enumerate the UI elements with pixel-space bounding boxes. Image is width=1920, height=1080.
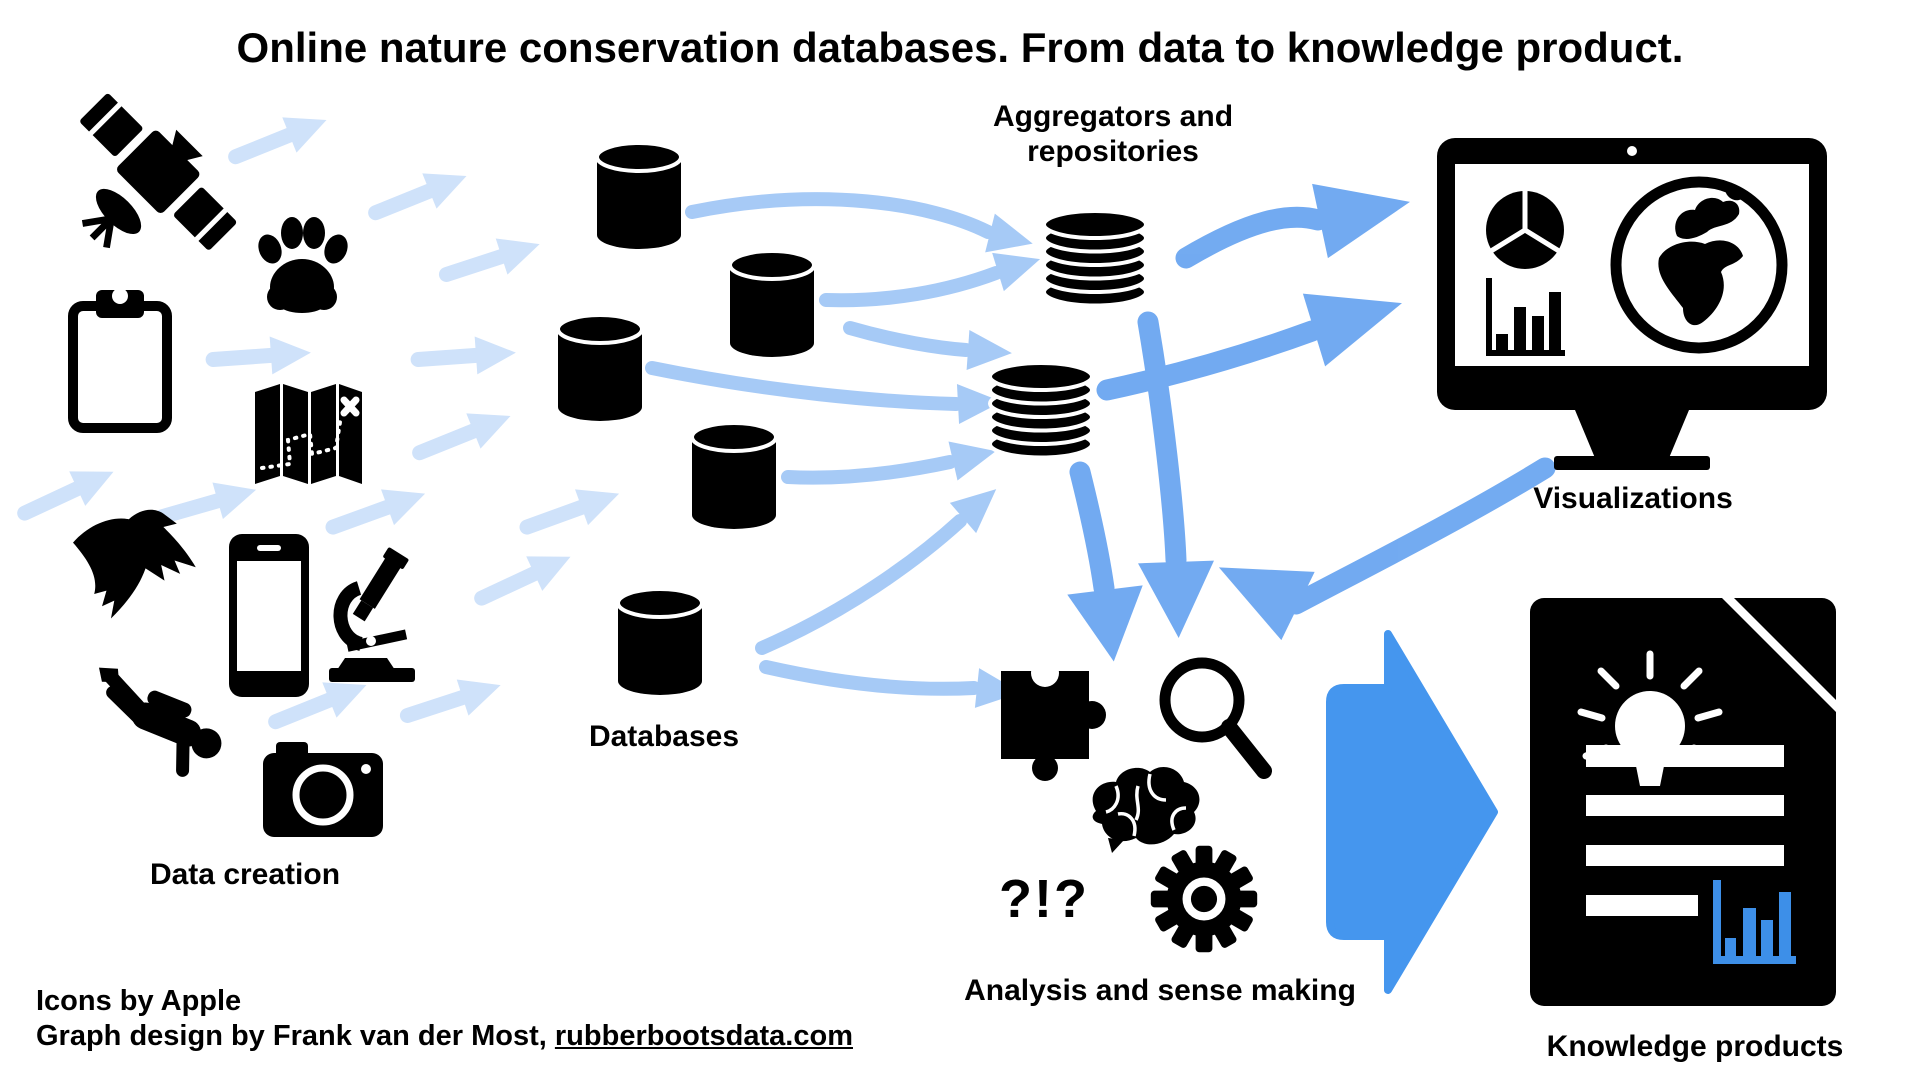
bar-chart-icon (1486, 278, 1565, 356)
disk-stack-icon (1042, 209, 1148, 308)
pale-arrows (17, 117, 620, 730)
question-exclamation-text: ?!? (999, 869, 1089, 929)
visualizations-label: Visualizations (1533, 482, 1733, 515)
knowledge-products-label: Knowledge products (1546, 1030, 1844, 1063)
treasure-map-icon (255, 384, 362, 484)
rubberbootsdata-link[interactable]: rubberbootsdata.com (554, 1020, 853, 1053)
data-creation-label: Data creation (149, 858, 341, 891)
brain-icon (1092, 767, 1200, 853)
puzzle-piece-icon (1001, 659, 1106, 781)
database-cylinder-icon (690, 421, 778, 529)
credits-line1: Icons by Apple (36, 985, 242, 1017)
database-cylinder-icon (728, 249, 816, 357)
credits-line2-text: Graph design by Frank van der Most, (36, 1020, 555, 1053)
folded-corner-icon (1734, 598, 1836, 700)
globe-icon (1610, 176, 1788, 354)
pie-chart-icon (1486, 189, 1564, 269)
paw-print-icon (258, 217, 348, 313)
clipboard-icon (68, 288, 172, 433)
credits: Icons by Apple Graph design by Frank van… (36, 984, 853, 1055)
doc-bar-chart-icon (1713, 880, 1796, 964)
gear-icon (1150, 845, 1258, 953)
aggregators-label: Aggregators and repositories (992, 100, 1234, 168)
credits-line2: Graph design by Frank van der Most, rubb… (36, 1019, 853, 1054)
text-lines (1586, 745, 1784, 916)
monitor-icon (1437, 138, 1827, 470)
flow-arrows-mid (645, 192, 1041, 708)
webcam-dot (1627, 146, 1637, 156)
document-icon (1530, 598, 1836, 1006)
page-title: Online nature conservation databases. Fr… (236, 24, 1684, 71)
big-arrow (1326, 630, 1498, 994)
satellite-icon (80, 93, 237, 250)
disk-stack-icon (988, 361, 1094, 460)
analysis-label: Analysis and sense making (964, 974, 1356, 1007)
databases-label: Databases (588, 720, 740, 753)
camera-icon (263, 742, 383, 837)
database-cylinder-icon (556, 313, 644, 421)
smartphone-icon (229, 534, 309, 697)
scuba-diver-icon (98, 667, 222, 777)
flow-arrows-strong (1067, 183, 1556, 662)
microscope-icon (329, 547, 415, 682)
magnifying-glass-icon (1159, 657, 1272, 779)
database-cylinder-icon (616, 587, 704, 695)
database-cylinder-icon (595, 141, 683, 249)
eagle-icon (73, 509, 196, 619)
